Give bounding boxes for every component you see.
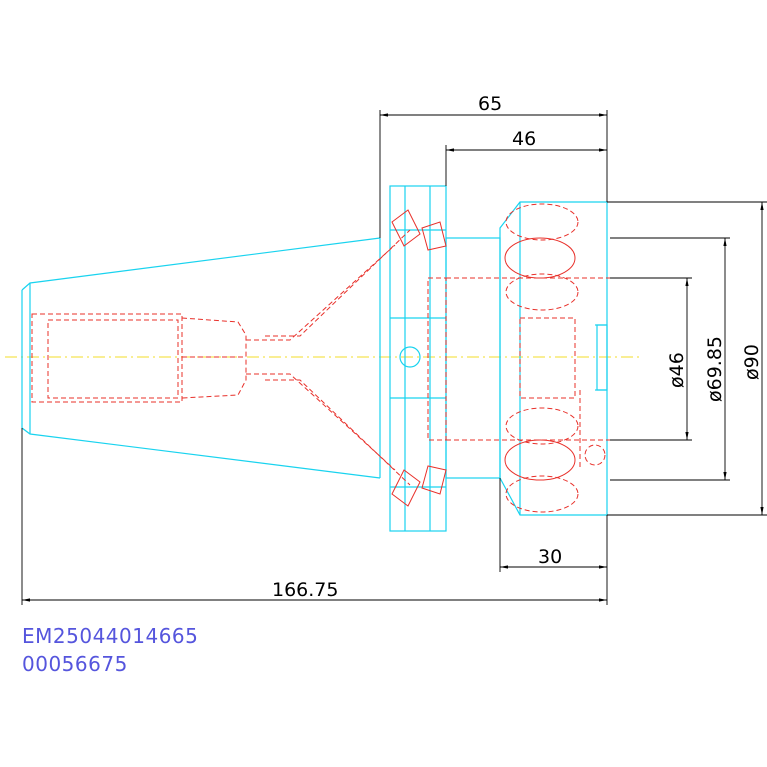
part-serial: 00056675: [22, 652, 128, 676]
dimension-dia-90: ø90: [607, 201, 767, 516]
dimension-65: 65: [379, 93, 608, 238]
dimension-dia-90-label: ø90: [741, 344, 763, 380]
dimension-dia-46-label: ø46: [666, 352, 688, 388]
dimension-46: 46: [445, 128, 607, 186]
part-code: EM25044014665: [22, 624, 199, 648]
dimension-166-75: 166.75: [21, 428, 608, 605]
dimension-30-label: 30: [538, 546, 562, 568]
dimension-dia-69-85: ø69.85: [610, 237, 730, 481]
dimension-65-label: 65: [478, 93, 502, 115]
hidden-features: [31, 203, 610, 513]
dimension-166-75-label: 166.75: [272, 579, 338, 601]
dimension-dia-69-85-label: ø69.85: [704, 336, 726, 402]
tool-holder-outline: [21, 185, 608, 532]
dimension-dia-46: ø46: [610, 277, 692, 441]
dimension-30: 30: [499, 478, 608, 572]
dimension-46-label: 46: [512, 128, 536, 150]
